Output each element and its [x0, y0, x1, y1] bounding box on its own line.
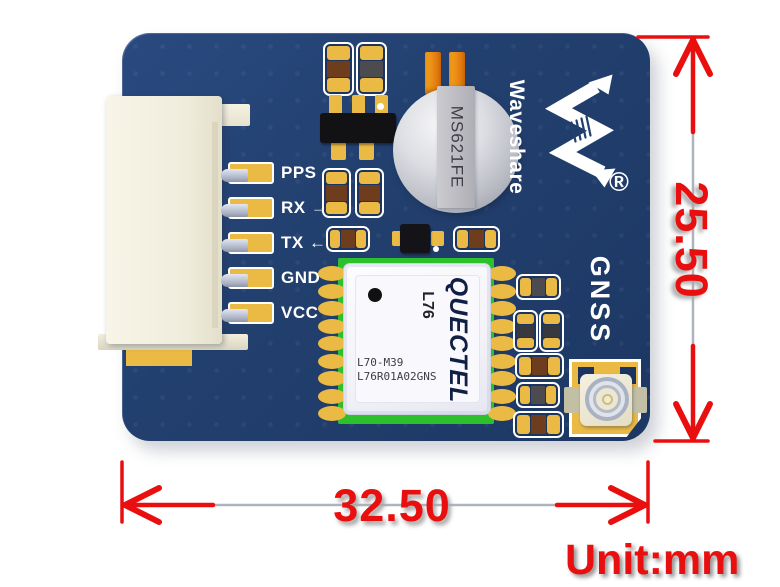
module-castellated-pad	[318, 336, 346, 351]
connector-pin	[221, 274, 248, 287]
battery-strap: MS621FE	[437, 86, 475, 208]
module-castellated-pad	[488, 318, 516, 334]
smd-resistor	[355, 168, 384, 218]
connector-pin	[221, 239, 248, 252]
module-castellated-pad	[488, 371, 516, 386]
module-castellated-pad	[488, 406, 516, 421]
smd-resistor	[323, 42, 354, 96]
smd-diode	[400, 224, 430, 253]
smd-capacitor	[539, 310, 564, 352]
arrow-left-icon: ←	[308, 233, 327, 252]
connector-bottom-pad	[126, 350, 192, 366]
module-castellated-pad	[318, 388, 346, 404]
height-dimension-value: 25.50	[666, 181, 717, 299]
module-castellated-pad	[318, 353, 346, 369]
registered-trademark: ®	[609, 167, 629, 197]
module-castellated-pad	[488, 283, 516, 299]
sot23-ic	[320, 113, 396, 143]
module-castellated-pad	[488, 266, 516, 281]
sot23-pad	[352, 95, 365, 115]
pin-label-vcc: VCC	[281, 303, 319, 322]
module-model: L76	[419, 291, 436, 319]
jst-connector	[106, 96, 222, 344]
smd-resistor	[453, 226, 500, 252]
smd-resistor	[326, 226, 370, 252]
module-castellated-pad	[488, 388, 516, 404]
sot23-pad	[329, 95, 342, 115]
smd-capacitor	[513, 310, 538, 352]
waveshare-logo-icon	[545, 73, 617, 188]
height-dimension-lines	[636, 35, 713, 443]
ufl-side-clip	[632, 387, 647, 413]
pin-label-gnd: GND	[281, 268, 321, 287]
module-castellated-pad	[318, 318, 346, 334]
connector-pin	[221, 169, 248, 182]
module-castellated-pad	[488, 301, 516, 316]
module-brand: QUECTEL	[444, 276, 472, 404]
pin-label-pps: PPS	[281, 163, 317, 182]
smd-resistor	[322, 168, 351, 218]
module-castellated-pad	[318, 371, 346, 386]
width-dimension-value: 32.50	[333, 480, 451, 531]
smd-capacitor	[356, 42, 387, 96]
brand-name: Waveshare	[505, 79, 528, 195]
module-castellated-pad	[488, 353, 516, 369]
connector-pin	[221, 204, 248, 217]
smd-resistor	[515, 353, 564, 379]
smd-capacitor	[516, 382, 560, 408]
unit-label: Unit:mm	[565, 536, 740, 584]
module-castellated-pad	[318, 266, 346, 281]
battery-marking: MS621FE	[447, 105, 466, 189]
module-castellated-pad	[488, 336, 516, 351]
pin1-marker-dot	[368, 288, 382, 302]
diode-pad	[431, 231, 444, 246]
ufl-side-clip	[564, 387, 579, 413]
module-castellated-pad	[318, 283, 346, 299]
battery-solder-tab	[425, 52, 441, 94]
board-function-label: GNSS	[585, 255, 615, 345]
connector-pin	[221, 309, 248, 322]
module-marking: L70-M39 L76R01A02GNS	[357, 356, 437, 383]
connector-wall	[212, 122, 218, 328]
battery-solder-tab	[449, 52, 465, 94]
sot23-pad	[359, 142, 374, 160]
module-castellated-pad	[318, 406, 346, 421]
connector-latch	[216, 104, 250, 126]
module-castellated-pad	[318, 301, 346, 316]
smd-capacitor	[516, 274, 561, 300]
polarity-marker-dot	[433, 246, 439, 252]
pin1-marker-dot	[377, 103, 384, 110]
ufl-center-pin	[602, 394, 613, 405]
pin-label-tx: TX ←	[281, 233, 327, 252]
sot23-pad	[331, 142, 346, 160]
smd-resistor	[513, 411, 564, 438]
width-dimension-lines	[120, 460, 650, 525]
